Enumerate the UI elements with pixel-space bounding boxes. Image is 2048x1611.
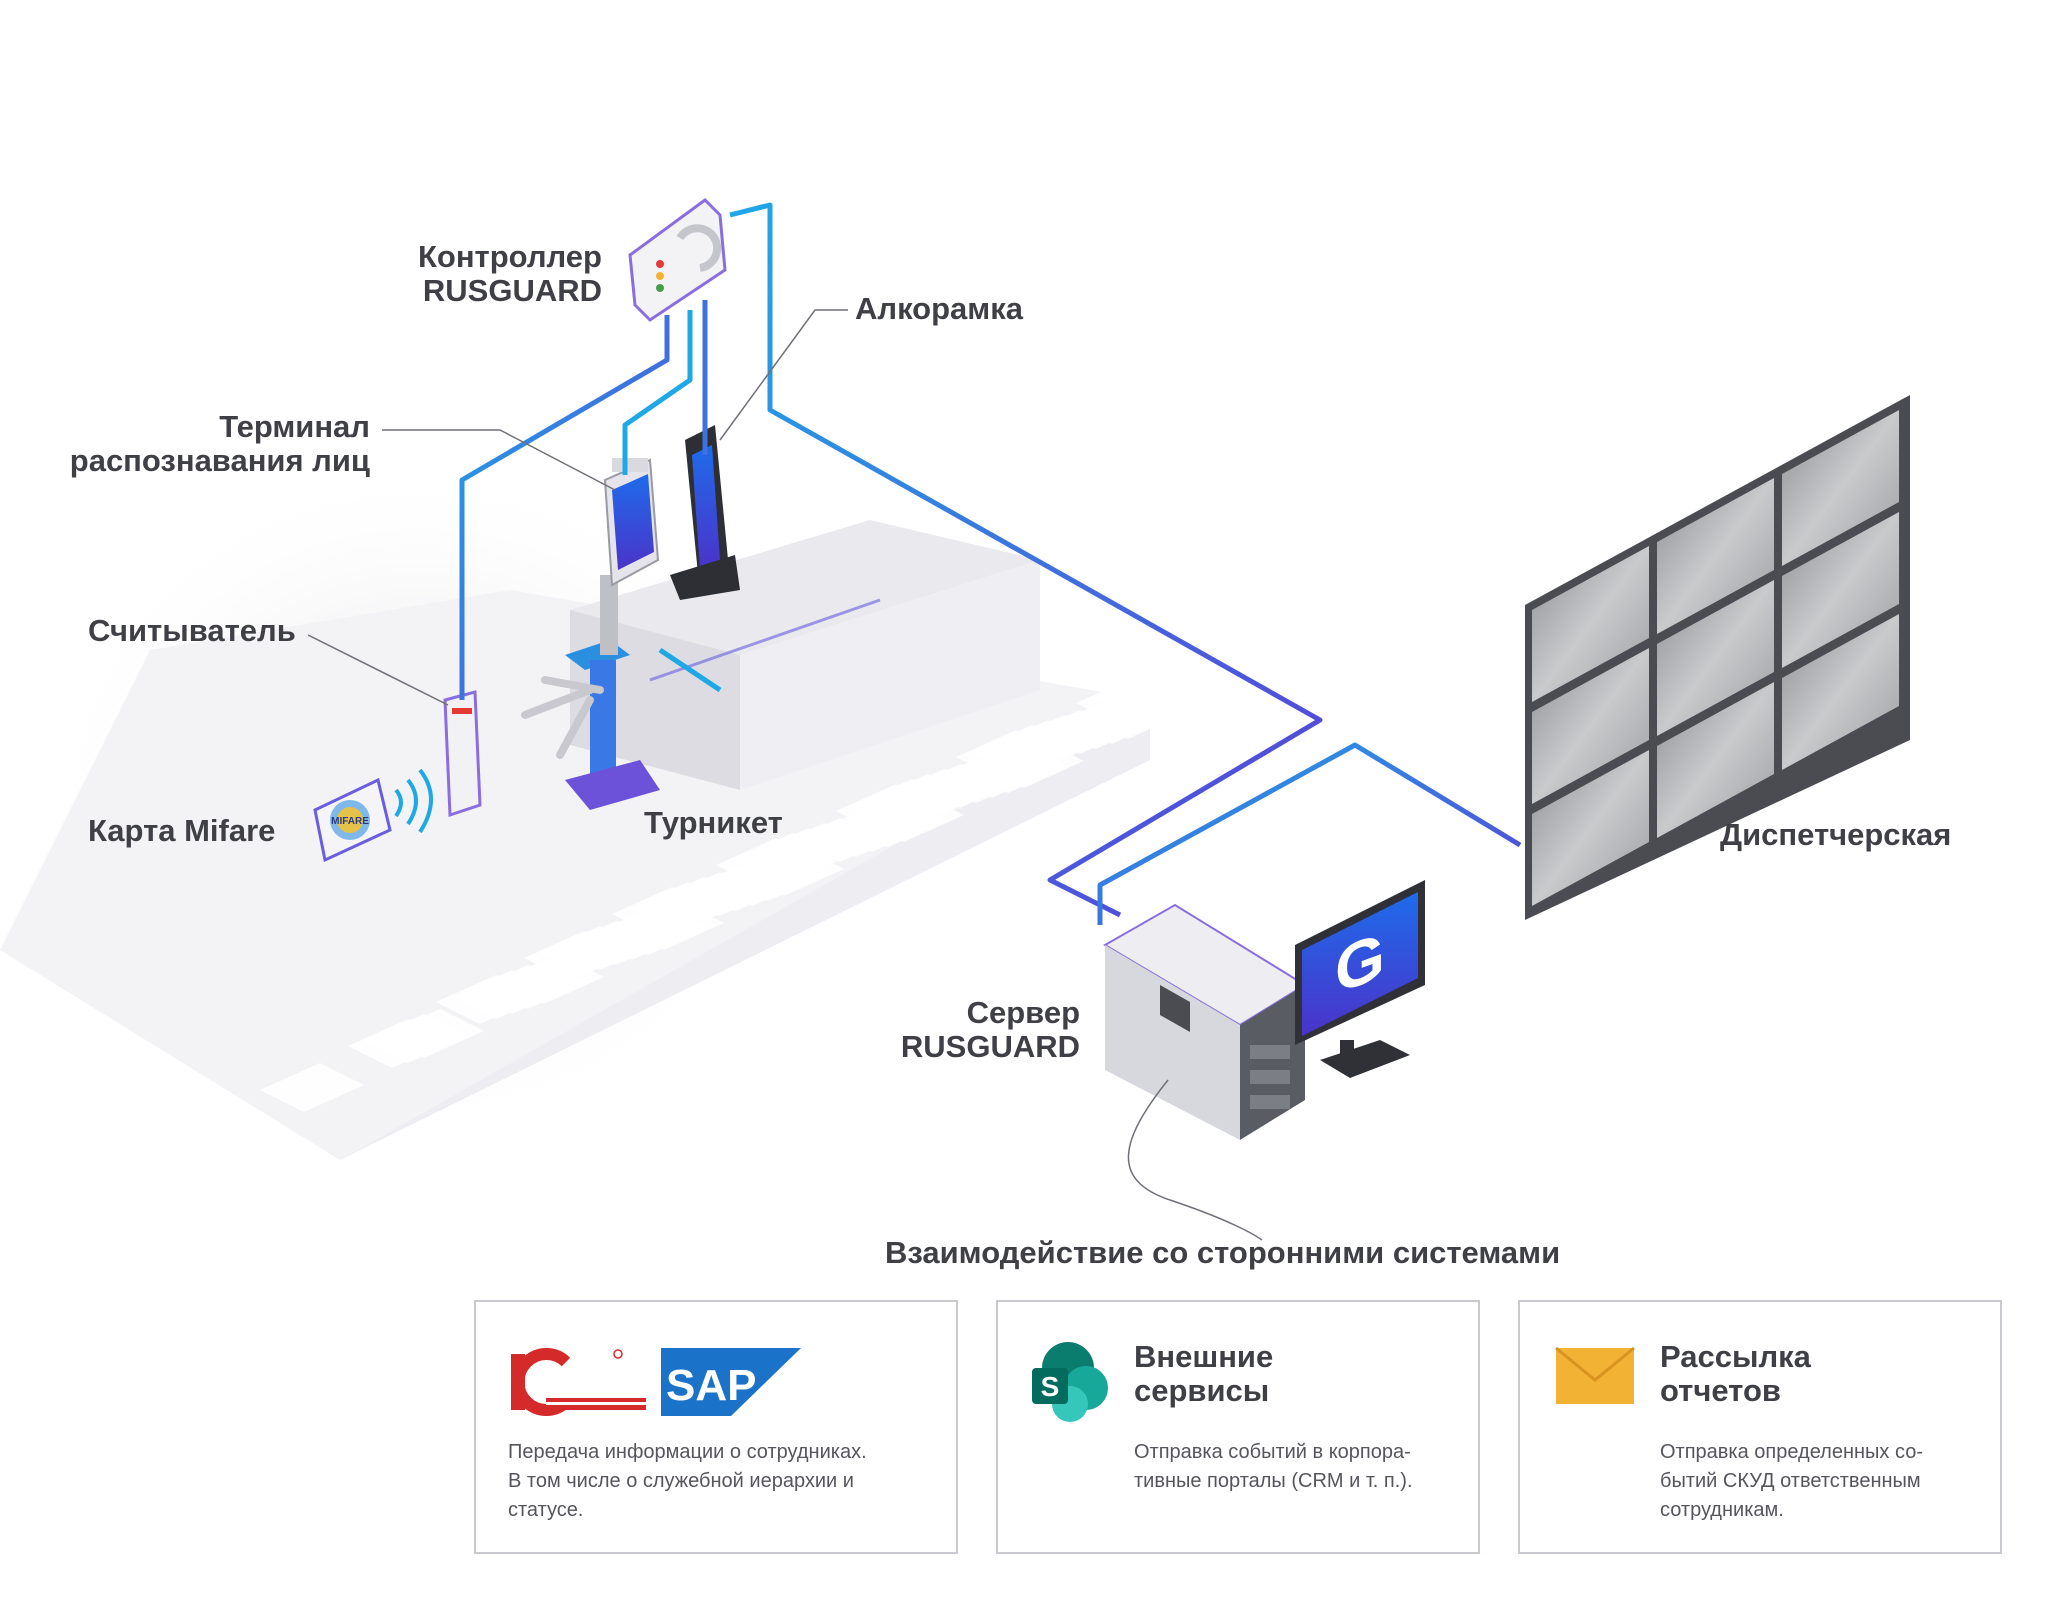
- label-dispatch: Диспетчерская: [1720, 817, 1952, 852]
- mifare-card: MIFARE: [313, 768, 433, 863]
- floor-tile: [380, 1009, 484, 1058]
- label-controller: Контроллер RUSGUARD: [372, 240, 602, 308]
- video-wall-panel: [1782, 512, 1899, 668]
- sharepoint-icon: S: [1032, 1342, 1108, 1422]
- floor-tile: [860, 793, 964, 842]
- card-2-title: Внешние сервисы: [1134, 1340, 1273, 1408]
- label-face-terminal-line1: Терминал: [219, 409, 370, 444]
- floor-tile: [1260, 602, 1364, 651]
- floor-tile: [1348, 558, 1452, 607]
- video-wall-panel: [1782, 410, 1899, 566]
- label-alcoframe: Алкорамка: [855, 291, 1023, 326]
- floor-tile: [1084, 690, 1188, 739]
- svg-text:S: S: [1041, 1371, 1060, 1402]
- monitor: G: [1295, 880, 1425, 1078]
- sap-logo: SAP: [661, 1348, 801, 1416]
- leader-lines: [307, 309, 1263, 1241]
- card-3-text: Отправка определенных со- бытий СКУД отв…: [1660, 1441, 1923, 1521]
- card-2-title-line1: Внешние: [1134, 1339, 1274, 1374]
- integration-card-external-services: S Внешние сервисы Отправка событий в кор…: [996, 1300, 1480, 1554]
- card-3-title-line2: отчетов: [1660, 1373, 1781, 1408]
- integration-card-reports: Рассылка отчетов Отправка определенных с…: [1518, 1300, 2002, 1554]
- label-reader: Считыватель: [88, 613, 296, 648]
- floor-tile: [260, 1063, 364, 1112]
- server-rusguard: [1103, 903, 1307, 1140]
- card-reader: [443, 690, 482, 818]
- cables: [459, 202, 1522, 925]
- alcoframe: [670, 425, 740, 600]
- face-terminal: [600, 458, 660, 655]
- 1c-logo: [511, 1348, 646, 1416]
- label-server-line1: Сервер: [966, 995, 1080, 1030]
- card-3-title-line1: Рассылка: [1660, 1339, 1811, 1374]
- floor-tile: [620, 901, 724, 950]
- video-wall-panel: [1782, 614, 1899, 770]
- label-turnstile: Турникет: [644, 805, 783, 840]
- video-wall-panel: [1657, 682, 1774, 838]
- floor-tile: [1436, 514, 1540, 563]
- video-wall-panel: [1532, 648, 1649, 804]
- checker-floor: [260, 514, 1540, 1112]
- card-logo: MIFARE: [331, 816, 369, 827]
- floor-tile: [1172, 646, 1276, 695]
- label-integration: Взаимодействие со сторонними системами: [885, 1235, 1561, 1270]
- label-face-terminal: Терминал распознавания лиц: [40, 410, 370, 478]
- card-1-text: Передача информации о сотрудниках. В том…: [508, 1441, 867, 1521]
- floor-tile: [740, 847, 844, 896]
- label-card: Карта Mifare: [88, 813, 276, 848]
- video-wall-panel: [1532, 750, 1649, 906]
- envelope-icon: [1555, 1346, 1635, 1404]
- turnstile: [521, 520, 1040, 810]
- controller-device: [628, 198, 727, 322]
- label-controller-line1: Контроллер: [417, 239, 602, 274]
- label-controller-line2: RUSGUARD: [422, 273, 602, 308]
- label-face-terminal-line2: распознавания лиц: [69, 443, 370, 478]
- video-wall: [1525, 395, 1910, 920]
- card-2-title-line2: сервисы: [1134, 1373, 1270, 1408]
- video-wall-panel: [1657, 580, 1774, 736]
- floor-tile: [980, 739, 1084, 788]
- logo-1c-sap: SAP: [511, 1348, 801, 1416]
- card-3-title: Рассылка отчетов: [1660, 1340, 1811, 1408]
- integration-card-1c-sap: SAP Передача информации о сотрудниках. В…: [474, 1300, 958, 1554]
- video-wall-panel: [1532, 546, 1649, 702]
- card-2-text: Отправка событий в корпора- тивные порта…: [1134, 1441, 1413, 1492]
- video-wall-panel: [1657, 478, 1774, 634]
- floor-tile: [500, 955, 604, 1004]
- label-server: Сервер RUSGUARD: [860, 996, 1080, 1064]
- label-server-line2: RUSGUARD: [900, 1029, 1080, 1064]
- svg-text:SAP: SAP: [666, 1361, 756, 1410]
